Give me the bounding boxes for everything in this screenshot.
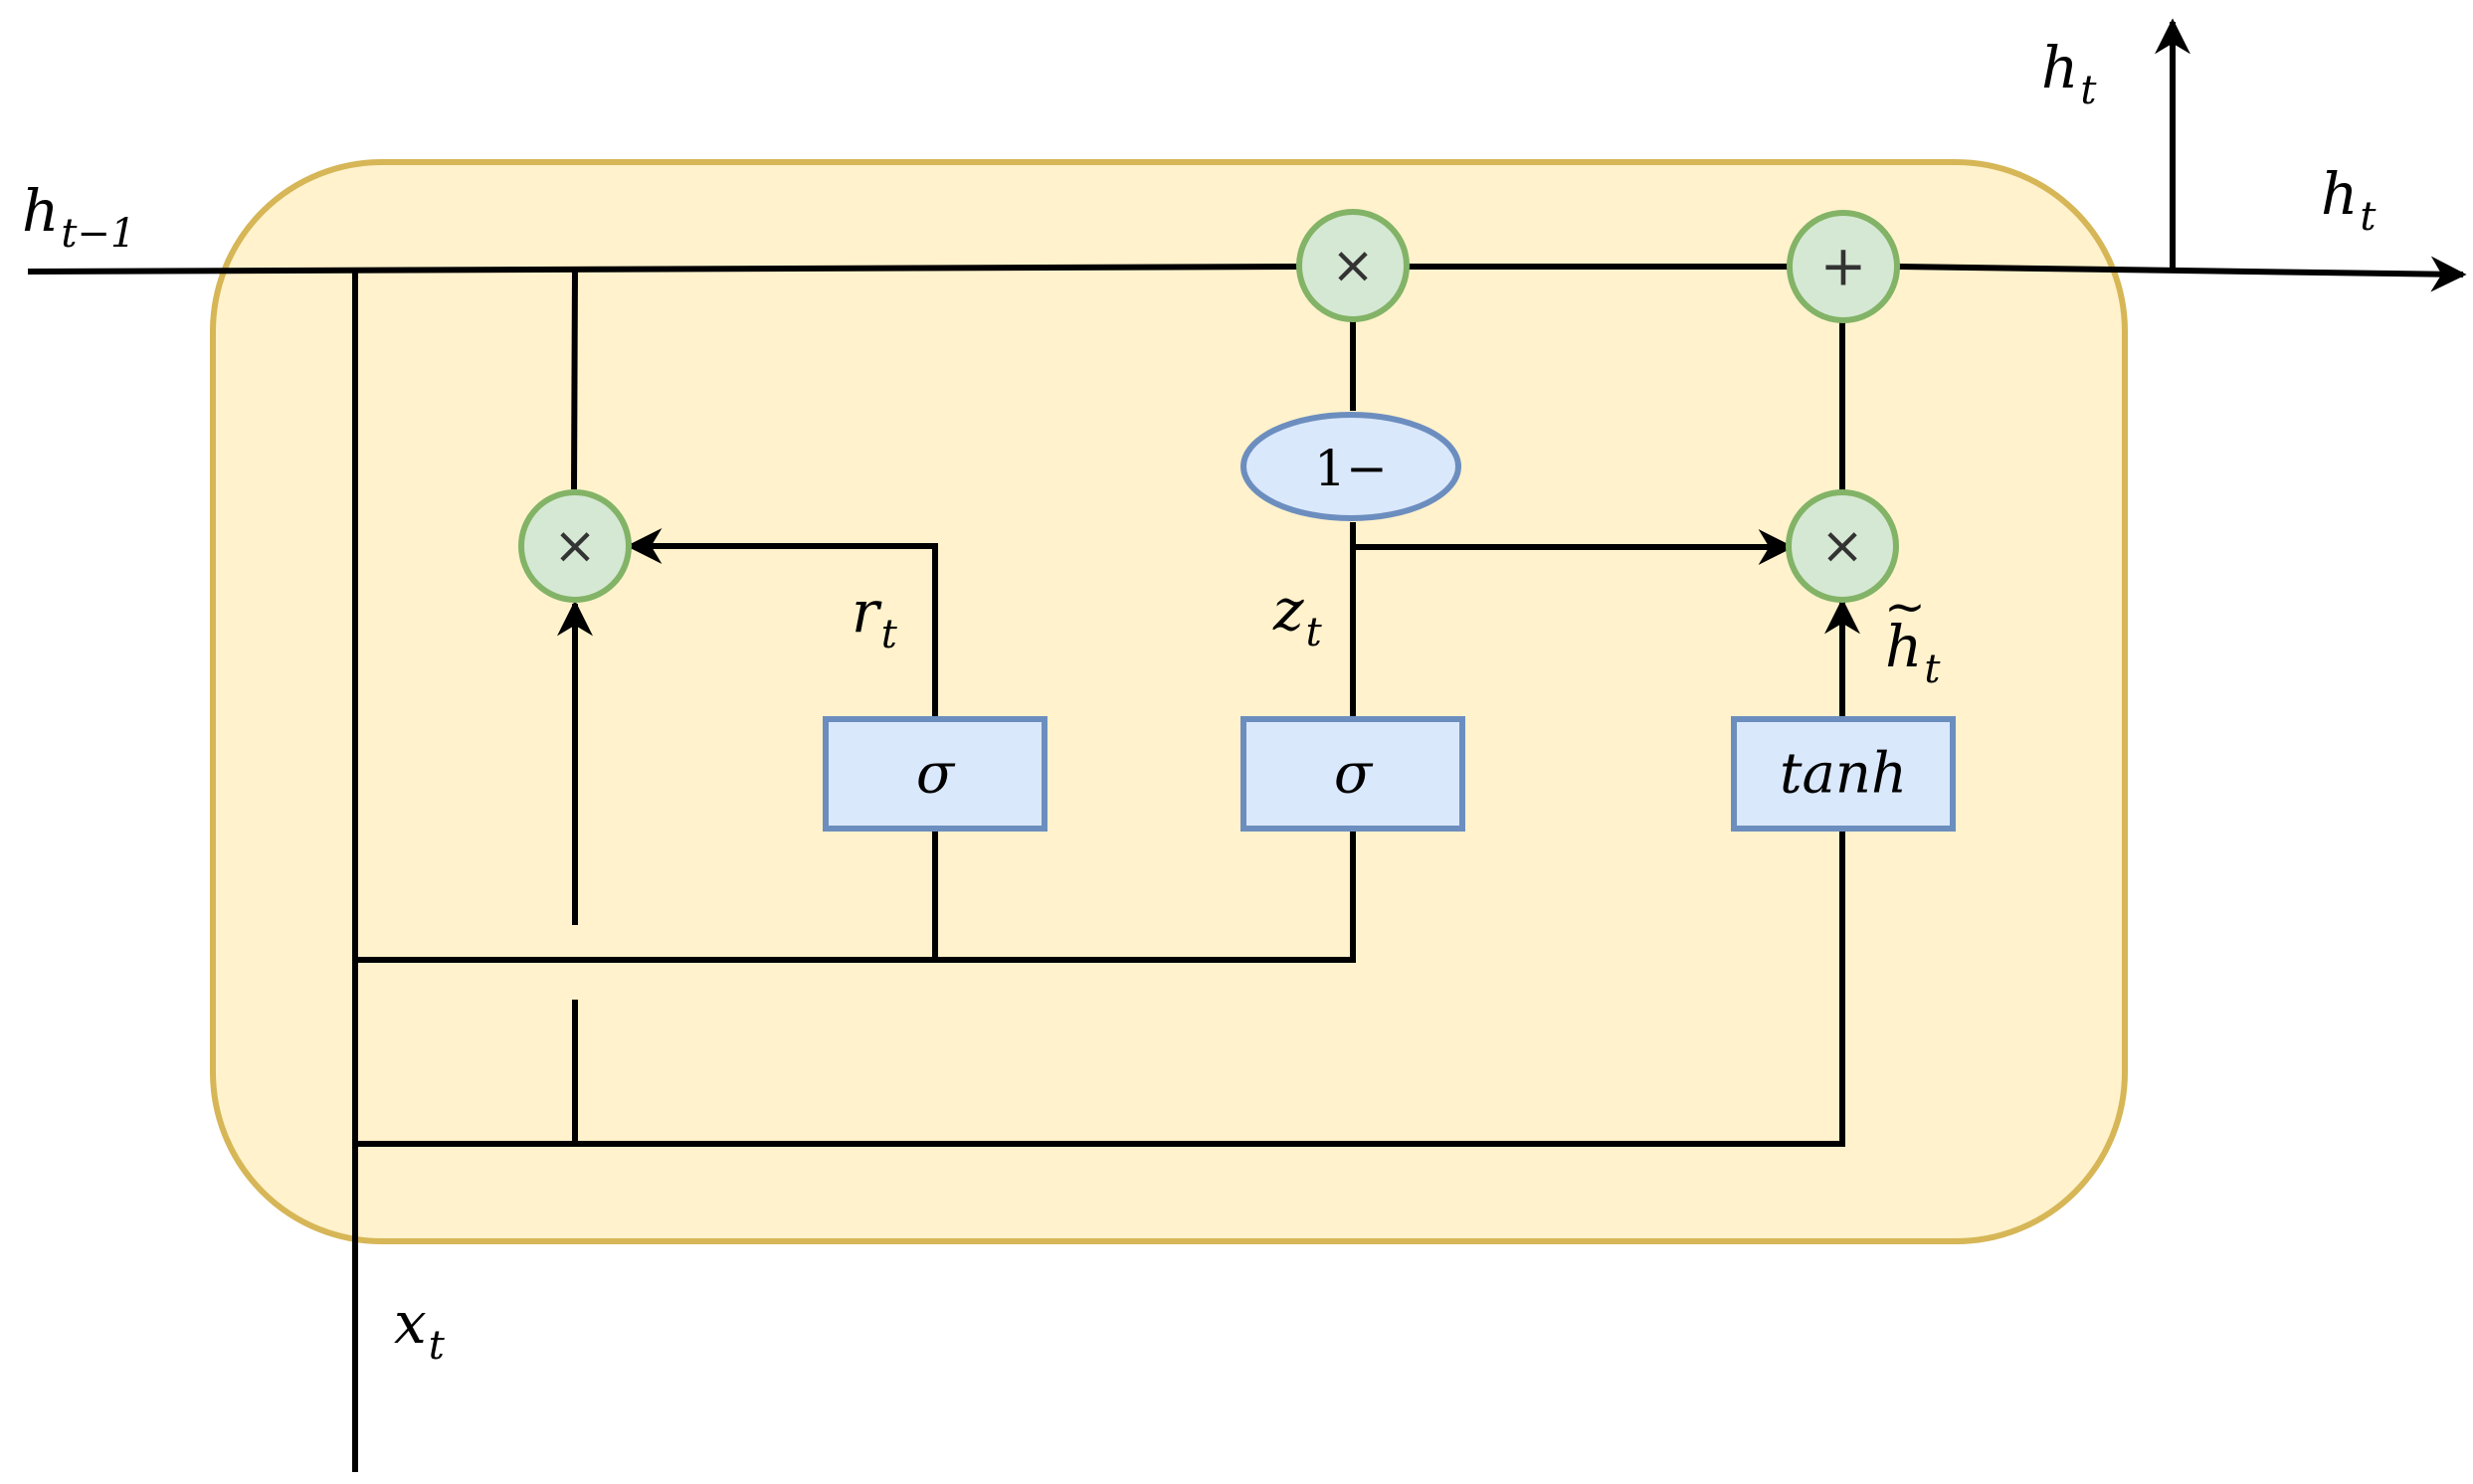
r-gate-label: rt xyxy=(852,578,898,657)
reset-sigma-gate: σ xyxy=(823,716,1047,832)
h-out-right-label: ht xyxy=(2321,160,2377,240)
mult-update-node: × xyxy=(1786,489,1899,603)
update-sigma-label: σ xyxy=(1334,742,1374,807)
reset-gate-to-mult xyxy=(626,528,938,719)
h-out-top-label: ht xyxy=(2041,34,2097,113)
candidate-bus-line xyxy=(355,831,1845,1147)
hidden-state-line-right xyxy=(1898,256,2467,292)
x-input-label: xt xyxy=(394,1289,446,1369)
candidate-tanh-gate: tanh xyxy=(1731,716,1956,832)
mult-update-symbol: × xyxy=(1820,516,1864,576)
h-tilde-accent: ~ xyxy=(1884,578,1926,636)
gru-cell-box xyxy=(210,159,2128,1244)
one-minus-node: 1− xyxy=(1240,412,1461,521)
h-tilde-text: ht xyxy=(1885,613,1941,692)
mult-reset-symbol: × xyxy=(553,516,597,576)
z-gate-label: zt xyxy=(1272,576,1323,655)
add-top-symbol: + xyxy=(1820,235,1867,299)
mult-top-symbol: × xyxy=(1331,236,1375,295)
hidden-state-line-left xyxy=(27,264,1298,275)
add-top-node: + xyxy=(1787,210,1900,323)
hprev-to-reset-mult xyxy=(571,271,578,490)
one-minus-label: 1− xyxy=(1314,440,1388,497)
wires xyxy=(27,18,2467,1472)
update-sigma-gate: σ xyxy=(1240,716,1465,832)
h-tilde-label: ~ ht xyxy=(1884,578,1941,692)
reset-sigma-label: σ xyxy=(916,742,956,807)
mult-top-node: × xyxy=(1296,209,1410,322)
gate-bus-line xyxy=(355,831,1356,963)
mult-reset-node: × xyxy=(518,489,632,603)
h-prev-label: ht−1 xyxy=(22,177,135,257)
candidate-tanh-label: tanh xyxy=(1780,742,1907,807)
